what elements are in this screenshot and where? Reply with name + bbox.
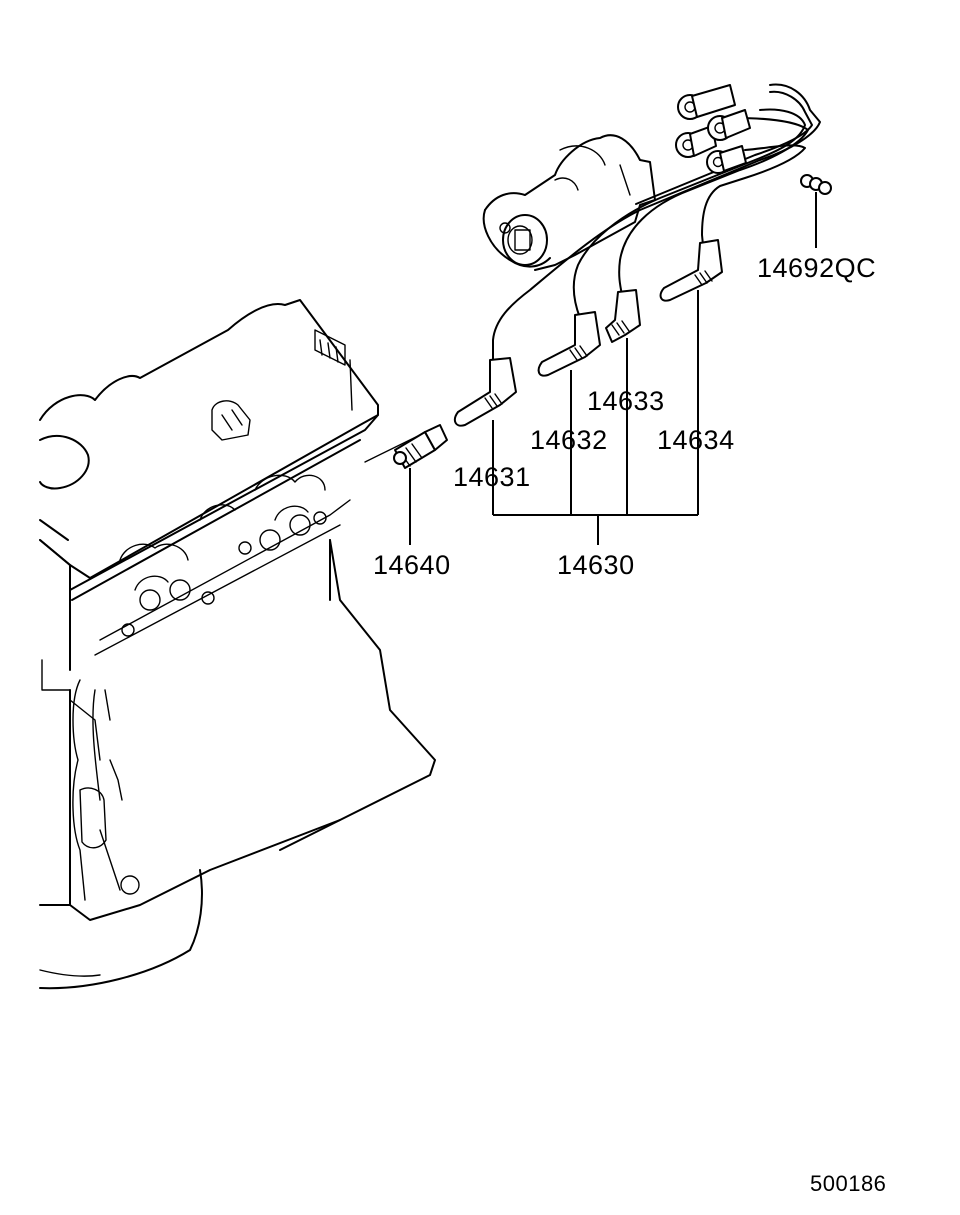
callout-14631: 14631 (453, 462, 531, 492)
spark-plug (364, 424, 448, 469)
wire-clamp (800, 174, 832, 195)
drawing-number: 500186 (810, 1171, 887, 1196)
callout-14630: 14630 (557, 550, 635, 580)
wire-caps-distributor-end (675, 84, 751, 174)
engine-block (39, 299, 436, 990)
ignition-wire-set (453, 83, 821, 427)
plug-boot-14631 (453, 357, 517, 427)
callout-14634: 14634 (657, 425, 735, 455)
callout-14632: 14632 (530, 425, 608, 455)
distributor (482, 134, 656, 271)
callout-14692qc: 14692QC (757, 253, 877, 283)
leader-lines (409, 192, 817, 545)
callout-14640: 14640 (373, 550, 451, 580)
callout-14633: 14633 (587, 386, 665, 416)
plug-boot-14634 (659, 239, 723, 302)
plug-boot-14633 (605, 289, 641, 343)
plug-boot-14632 (537, 311, 601, 377)
